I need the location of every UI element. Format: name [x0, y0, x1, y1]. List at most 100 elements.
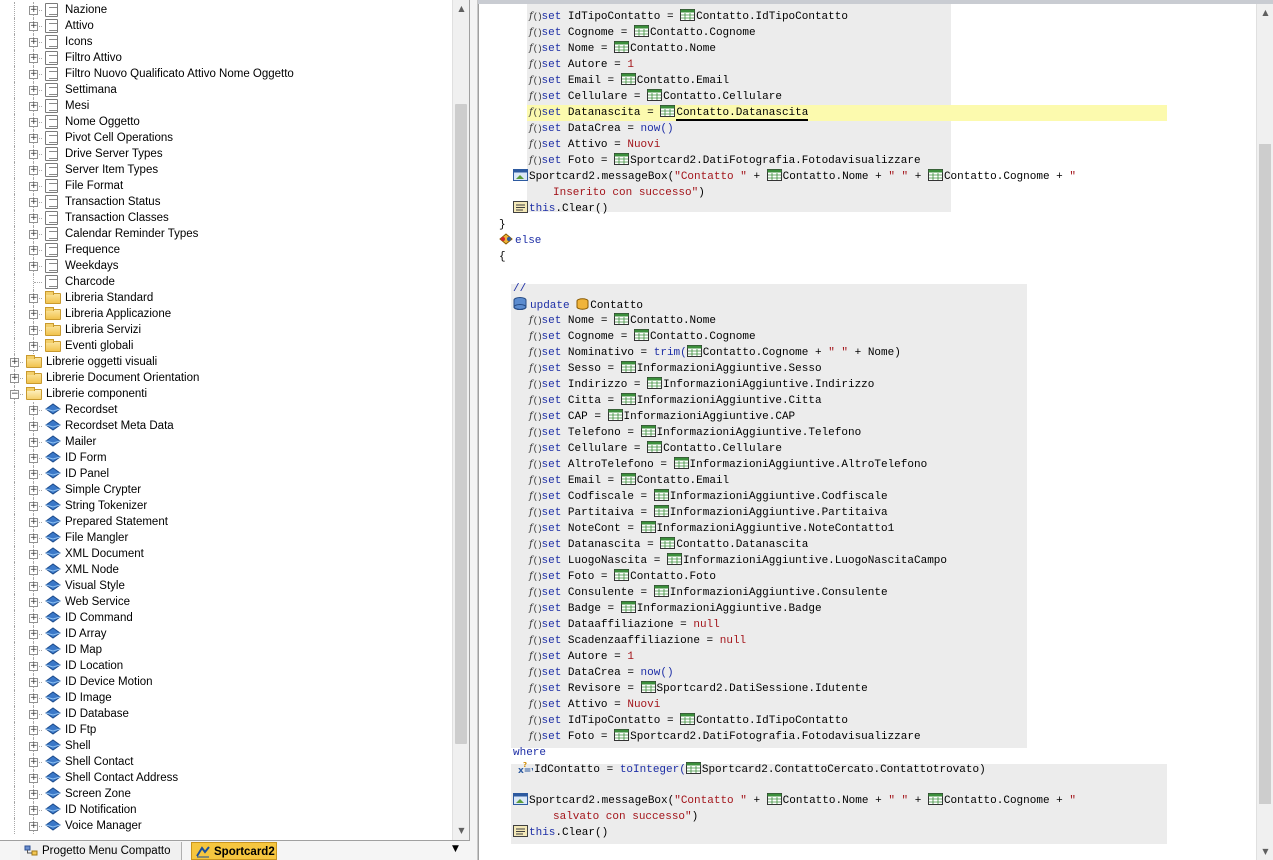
code-line[interactable]: f()set Indirizzo = InformazioniAggiuntiv…	[529, 377, 874, 393]
expand-icon[interactable]: +	[29, 213, 38, 223]
expand-icon[interactable]: +	[29, 197, 38, 207]
tab-project-menu[interactable]: Progetto Menu Compatto	[20, 842, 182, 860]
tree-item[interactable]: +Visual Style	[0, 578, 452, 594]
tree-item[interactable]: +Weekdays	[0, 258, 452, 274]
tree-item[interactable]: +Recordset Meta Data	[0, 418, 452, 434]
expand-icon[interactable]: +	[29, 229, 38, 239]
code-line[interactable]: f()set Autore = 1	[529, 57, 634, 73]
expand-icon[interactable]: +	[29, 757, 38, 767]
code-line[interactable]: this.Clear()	[513, 825, 608, 841]
expand-icon[interactable]: +	[29, 261, 38, 271]
expand-icon[interactable]: +	[29, 117, 38, 127]
expand-icon[interactable]: +	[10, 373, 19, 383]
tree-item[interactable]: +ID Map	[0, 642, 452, 658]
code-editor[interactable]: f()set IdTipoContatto = Contatto.IdTipoC…	[478, 4, 1256, 860]
expand-icon[interactable]: +	[29, 245, 38, 255]
expand-icon[interactable]: +	[29, 5, 38, 15]
code-line[interactable]: f()set Email = Contatto.Email	[529, 473, 729, 489]
pane-splitter[interactable]	[470, 0, 478, 860]
tab-dropdown-icon[interactable]: ▼	[452, 844, 459, 854]
code-line[interactable]: f()set Email = Contatto.Email	[529, 73, 729, 89]
tree-item[interactable]: +Librerie oggetti visuali	[0, 354, 452, 370]
code-line[interactable]: Sportcard2.messageBox("Contatto " + Cont…	[513, 169, 1076, 185]
code-line[interactable]: f()set Foto = Sportcard2.DatiFotografia.…	[529, 153, 921, 169]
tree-item[interactable]: −Librerie componenti	[0, 386, 452, 402]
tree-item[interactable]: +Mailer	[0, 434, 452, 450]
expand-icon[interactable]: +	[29, 725, 38, 735]
tree-item[interactable]: +Attivo	[0, 18, 452, 34]
code-line[interactable]: f()set Consulente = InformazioniAggiunti…	[529, 585, 888, 601]
code-line[interactable]: f()set Autore = 1	[529, 649, 634, 665]
code-line[interactable]: f()set Foto = Sportcard2.DatiFotografia.…	[529, 729, 921, 745]
code-line[interactable]: f()set Cognome = Contatto.Cognome	[529, 329, 756, 345]
expand-icon[interactable]: +	[29, 565, 38, 575]
tree-item[interactable]: +Libreria Servizi	[0, 322, 452, 338]
code-line[interactable]: f()set Nominativo = trim(Contatto.Cognom…	[529, 345, 901, 361]
expand-icon[interactable]: +	[29, 581, 38, 591]
code-line[interactable]: f()set Attivo = Nuovi	[529, 697, 660, 713]
tree-item[interactable]: +Eventi globali	[0, 338, 452, 354]
tree-item[interactable]: +Libreria Standard	[0, 290, 452, 306]
expand-icon[interactable]: +	[29, 501, 38, 511]
tree-item[interactable]: +Libreria Applicazione	[0, 306, 452, 322]
expand-icon[interactable]: +	[29, 517, 38, 527]
tree-item[interactable]: +Transaction Status	[0, 194, 452, 210]
code-line[interactable]: f()set AltroTelefono = InformazioniAggiu…	[529, 457, 927, 473]
code-line[interactable]: //	[513, 281, 526, 297]
code-line[interactable]: Sportcard2.messageBox("Contatto " + Cont…	[513, 793, 1076, 809]
code-line[interactable]: f()set Foto = Contatto.Foto	[529, 569, 716, 585]
code-line[interactable]: f()set Badge = InformazioniAggiuntive.Ba…	[529, 601, 822, 617]
expand-icon[interactable]: +	[29, 741, 38, 751]
code-vertical-scrollbar[interactable]: ▲ ▼	[1256, 4, 1273, 860]
scroll-up-arrow-icon[interactable]: ▲	[1262, 8, 1269, 17]
tree-item[interactable]: +Filtro Nuovo Qualificato Attivo Nome Og…	[0, 66, 452, 82]
code-line[interactable]: f()set Sesso = InformazioniAggiuntive.Se…	[529, 361, 822, 377]
tree-vertical-scrollbar[interactable]: ▲ ▼	[452, 0, 469, 840]
expand-icon[interactable]: +	[29, 325, 38, 335]
tree-item[interactable]: +Voice Manager	[0, 818, 452, 834]
tree-scroll-thumb[interactable]	[455, 104, 467, 744]
code-line[interactable]: f()set IdTipoContatto = Contatto.IdTipoC…	[529, 9, 848, 25]
expand-icon[interactable]: +	[29, 53, 38, 63]
code-line[interactable]: else	[499, 233, 541, 249]
tree-item[interactable]: +ID Array	[0, 626, 452, 642]
code-line[interactable]: salvato con successo")	[553, 809, 698, 825]
tree-item[interactable]: +Nazione	[0, 2, 452, 18]
code-line[interactable]: f()set DataCrea = now()	[529, 121, 674, 137]
code-line[interactable]: f()set Cellulare = Contatto.Cellulare	[529, 441, 782, 457]
collapse-icon[interactable]: −	[10, 389, 19, 399]
expand-icon[interactable]: +	[29, 69, 38, 79]
tree-item[interactable]: +XML Document	[0, 546, 452, 562]
code-line[interactable]: f()set Partitaiva = InformazioniAggiunti…	[529, 505, 888, 521]
code-line[interactable]: f()set Telefono = InformazioniAggiuntive…	[529, 425, 861, 441]
code-line[interactable]: f()set Nome = Contatto.Nome	[529, 41, 716, 57]
tree-item[interactable]: +Shell Contact	[0, 754, 452, 770]
code-line[interactable]: f()set Datanascita = Contatto.Datanascit…	[529, 537, 808, 553]
code-line[interactable]: update Contatto	[513, 297, 643, 313]
code-line[interactable]: f()set Datanascita = Contatto.Datanascit…	[529, 105, 809, 121]
expand-icon[interactable]: +	[29, 661, 38, 671]
tree-item[interactable]: +Simple Crypter	[0, 482, 452, 498]
code-line[interactable]: f()set Revisore = Sportcard2.DatiSession…	[529, 681, 868, 697]
tree-item[interactable]: +Librerie Document Orientation	[0, 370, 452, 386]
tree-item[interactable]: +Prepared Statement	[0, 514, 452, 530]
code-line[interactable]: f()set Dataaffiliazione = null	[529, 617, 720, 633]
tree-item[interactable]: +ID Device Motion	[0, 674, 452, 690]
expand-icon[interactable]: +	[29, 773, 38, 783]
code-line[interactable]: f()set DataCrea = now()	[529, 665, 674, 681]
tree-item[interactable]: +ID Form	[0, 450, 452, 466]
expand-icon[interactable]: +	[29, 309, 38, 319]
expand-icon[interactable]: +	[29, 165, 38, 175]
tree-item[interactable]: +Server Item Types	[0, 162, 452, 178]
code-line[interactable]: f()set IdTipoContatto = Contatto.IdTipoC…	[529, 713, 848, 729]
tree-item[interactable]: +ID Database	[0, 706, 452, 722]
code-line[interactable]: where	[513, 745, 546, 761]
tree-item[interactable]: +ID Image	[0, 690, 452, 706]
code-line[interactable]: f()set Cognome = Contatto.Cognome	[529, 25, 756, 41]
scroll-up-arrow-icon[interactable]: ▲	[458, 4, 465, 13]
expand-icon[interactable]: +	[29, 37, 38, 47]
expand-icon[interactable]: +	[29, 85, 38, 95]
expand-icon[interactable]: +	[29, 181, 38, 191]
expand-icon[interactable]: +	[29, 821, 38, 831]
tree-item[interactable]: +Recordset	[0, 402, 452, 418]
